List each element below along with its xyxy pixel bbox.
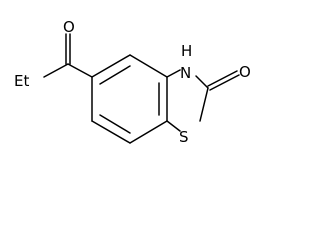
- bond-n-c2: [195, 75, 209, 89]
- bond-et-carbonyl: [43, 63, 69, 78]
- bond-ring-2: [129, 54, 168, 78]
- bond-c2-o-a: [207, 70, 238, 87]
- bond-ring-n: [166, 69, 181, 78]
- bond-ring-5: [91, 120, 131, 144]
- chemical-structure: Et O H N O S: [14, 18, 251, 146]
- bond-ring-4: [129, 120, 168, 144]
- bond-c2-o-b: [209, 74, 240, 91]
- carbonyl-oxygen-label: O: [239, 63, 251, 81]
- bond-carbonyl-ring: [67, 63, 93, 78]
- bond-ring-inner-1: [99, 65, 131, 85]
- ethyl-label: Et: [14, 72, 29, 90]
- ketone-oxygen-label: O: [63, 18, 75, 36]
- bond-ring-1: [91, 54, 131, 78]
- bond-ring-inner-3: [99, 114, 131, 134]
- nitrogen-hydrogen-label: H: [181, 42, 192, 60]
- bond-c2-s: [199, 87, 209, 122]
- bond-s-ring: [166, 120, 181, 132]
- nitrogen-label: N: [180, 64, 191, 82]
- sulfur-label: S: [179, 128, 189, 146]
